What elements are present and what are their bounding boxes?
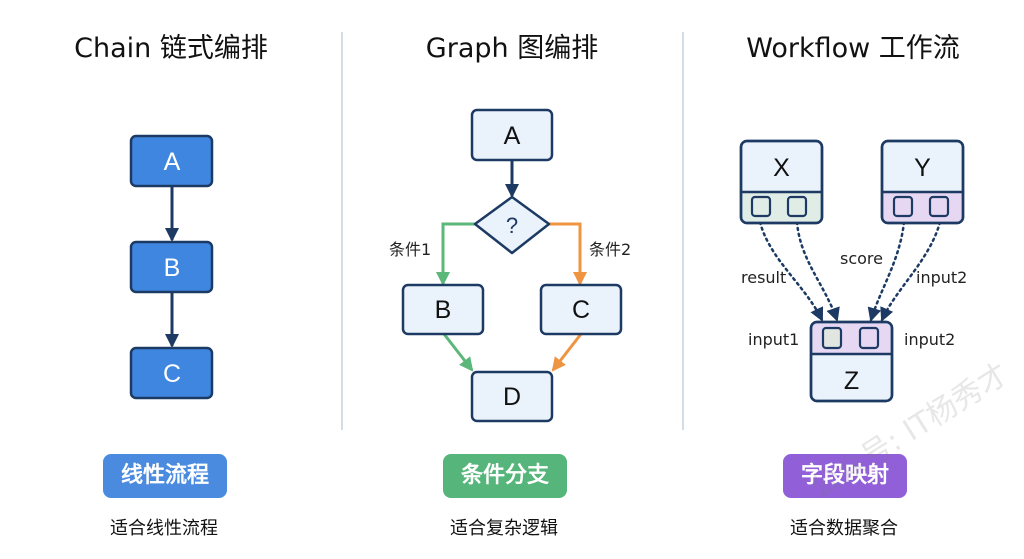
workflow-node-x: X (739, 139, 824, 225)
workflow-x-port-1 (750, 195, 772, 218)
workflow-edge-y-score (867, 220, 906, 322)
graph-node-d-label: D (503, 383, 521, 411)
chain-node-b: B (129, 240, 214, 294)
graph-badge: 条件分支 (443, 454, 568, 498)
workflow-edge-x-port2 (795, 220, 840, 322)
workflow-panel-title: Workflow 工作流 (746, 33, 960, 64)
workflow-node-y: Y (880, 139, 965, 225)
graph-edge-label-condition1: 条件1 (389, 240, 431, 259)
workflow-caption: 适合数据聚合 (790, 518, 898, 539)
chain-node-b-label: B (164, 254, 181, 282)
workflow-edge-x-result (758, 220, 824, 322)
graph-panel-title: Graph 图编排 (425, 33, 599, 64)
workflow-label-result: result (741, 268, 786, 287)
graph-edge-label-condition2: 条件2 (589, 240, 631, 259)
workflow-edge-y-input2 (880, 220, 942, 322)
graph-decision-node: ? (473, 195, 551, 255)
workflow-diagram: X Y Z result score input2 input1 (739, 139, 967, 403)
graph-node-b-label: B (435, 296, 452, 324)
graph-node-d: D (470, 370, 554, 423)
workflow-badge: 字段映射 (783, 454, 908, 498)
chain-diagram: A B C (129, 134, 214, 400)
graph-node-b: B (401, 283, 485, 336)
graph-node-a: A (470, 108, 554, 162)
divider-right (682, 32, 684, 430)
workflow-node-x-label: X (773, 154, 790, 182)
chain-node-a-label: A (164, 148, 181, 176)
workflow-label-score: score (840, 249, 883, 268)
graph-edge-decision-b (436, 222, 475, 286)
workflow-z-port-input2 (858, 326, 880, 350)
chain-caption: 适合线性流程 (110, 518, 218, 539)
workflow-label-input1: input1 (748, 330, 799, 349)
graph-decision-label: ? (506, 213, 518, 238)
graph-node-c-label: C (572, 296, 590, 324)
divider-left (341, 32, 343, 430)
workflow-label-input2-side: input2 (904, 330, 955, 349)
chain-node-c: C (129, 346, 214, 400)
graph-edge-c-d (551, 333, 583, 372)
graph-edge-b-d (442, 333, 474, 372)
workflow-x-port-2 (786, 195, 808, 218)
chain-panel-title: Chain 链式编排 (74, 33, 268, 64)
workflow-z-port-input1 (821, 326, 843, 350)
graph-node-c: C (539, 283, 623, 336)
chain-node-c-label: C (163, 360, 181, 388)
chain-node-a: A (129, 134, 214, 188)
workflow-y-port-2 (928, 195, 950, 218)
workflow-y-port-1 (892, 195, 914, 218)
chain-badge: 线性流程 (103, 454, 228, 498)
workflow-node-z: Z (809, 320, 894, 403)
workflow-node-z-label: Z (844, 367, 859, 395)
graph-node-a-label: A (504, 122, 521, 150)
graph-caption: 适合复杂逻辑 (450, 518, 558, 539)
graph-edge-decision-c (549, 222, 587, 286)
graph-diagram: A ? 条件1 条件2 B C D (389, 108, 631, 423)
workflow-label-input2-top: input2 (916, 268, 967, 287)
workflow-node-y-label: Y (914, 154, 931, 182)
